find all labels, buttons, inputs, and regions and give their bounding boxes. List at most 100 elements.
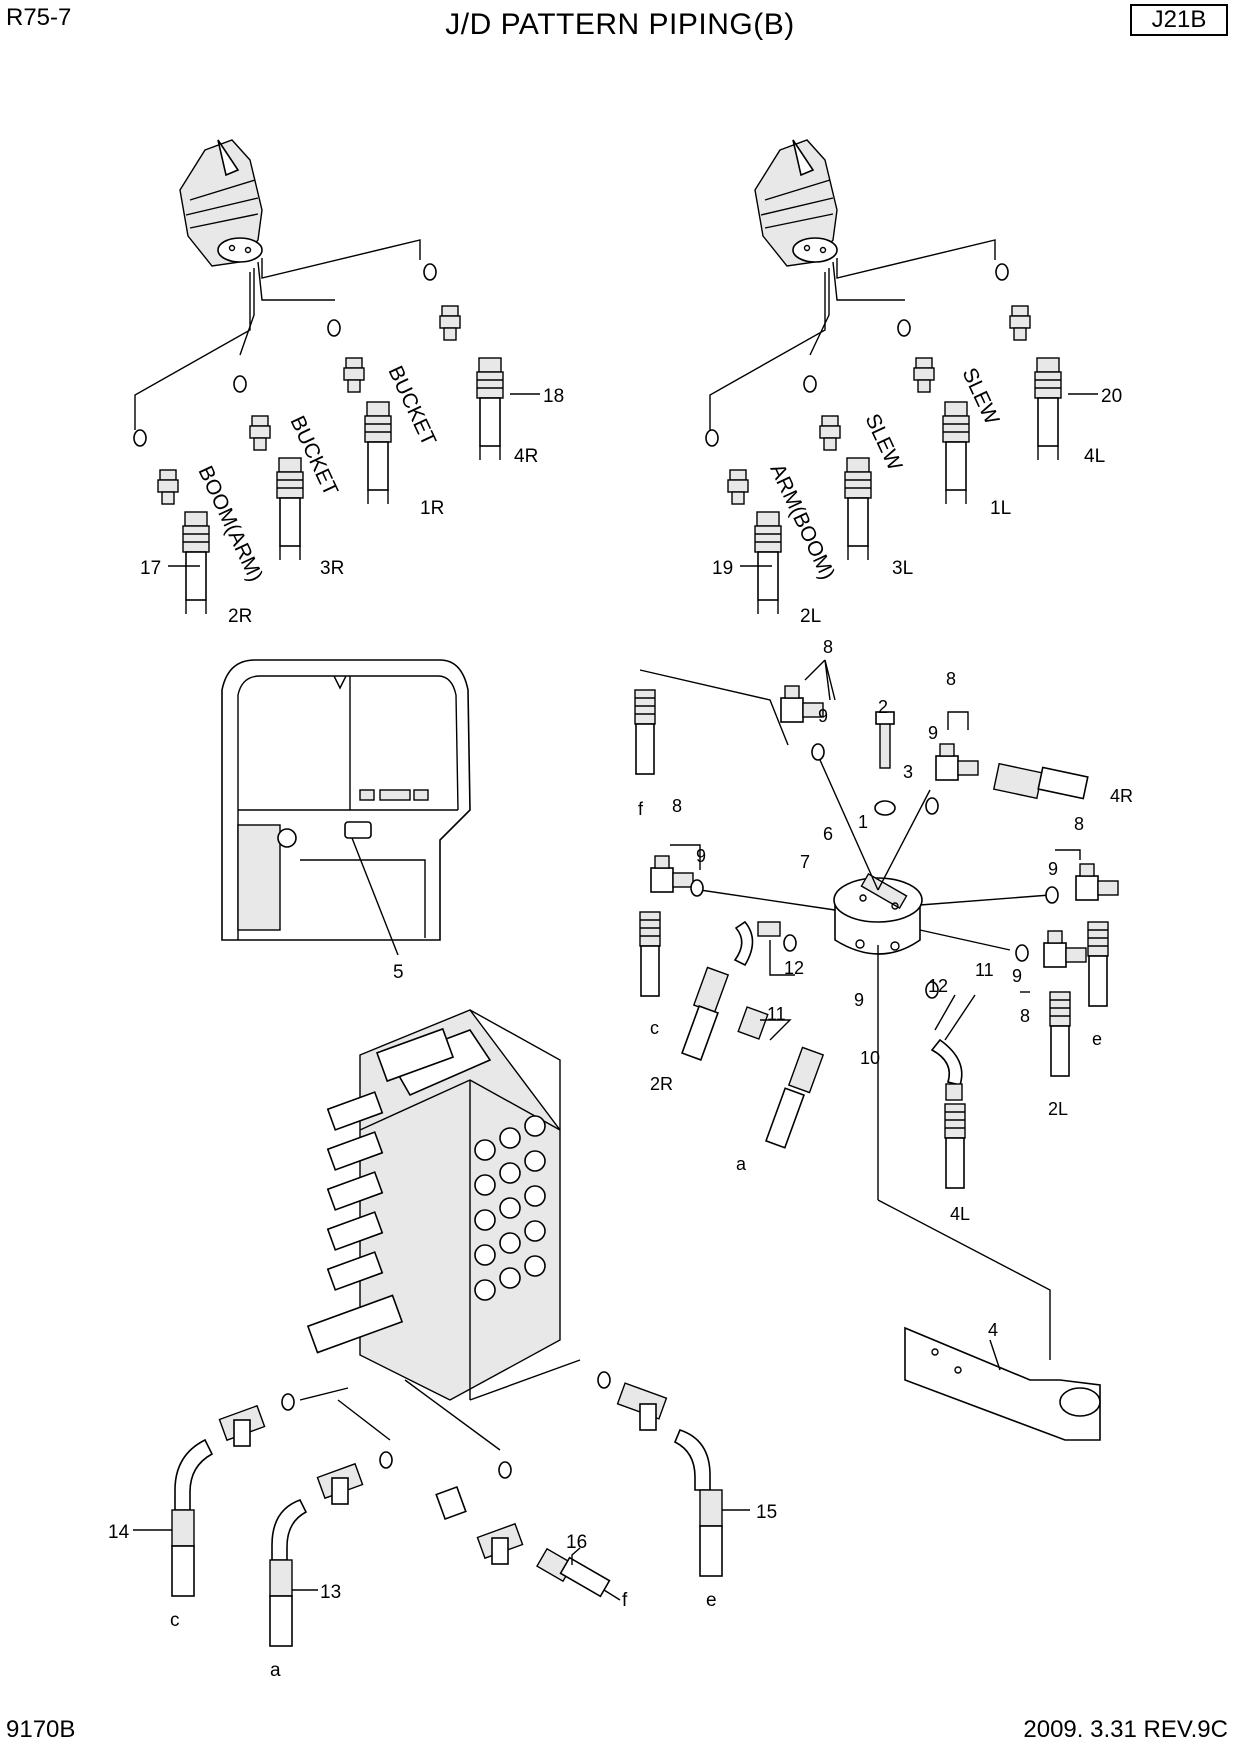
port-3r: 3R	[320, 558, 344, 579]
port-2r: 2R	[228, 606, 252, 627]
callout-5: 5	[393, 962, 404, 983]
callout-12-b: 12	[928, 976, 948, 996]
port-f: f	[638, 799, 644, 819]
port-f-valve: f	[622, 1590, 628, 1611]
cab-assembly: 5	[221, 659, 471, 983]
o-ring-icon	[897, 319, 911, 337]
o-ring-icon	[133, 429, 147, 447]
valve-spools	[306, 1091, 404, 1354]
valve-port-array	[474, 1115, 546, 1301]
o-ring-icon	[379, 1451, 393, 1469]
callout-12-a: 12	[784, 958, 804, 978]
elbow-fitting-icon	[935, 743, 979, 781]
callout-14: 14	[108, 1522, 130, 1543]
port-a: a	[736, 1154, 747, 1174]
port-a-valve: a	[270, 1660, 281, 1681]
port-e-valve: e	[706, 1590, 717, 1611]
callout-8-a: 8	[823, 637, 833, 657]
control-valve-assembly: 14 13 15 16 c a f e	[108, 1009, 777, 1681]
callout-8-e: 8	[1020, 1006, 1030, 1026]
page-title: J/D PATTERN PIPING(B)	[445, 8, 795, 41]
hose-fitting-icon	[476, 357, 504, 461]
joystick-right-assembly: BOOM(ARM) BUCKET BUCKET 17 18 2R 3R 1R 4…	[133, 139, 564, 627]
callout-9-c: 9	[696, 846, 706, 866]
callout-8-d: 8	[1074, 814, 1084, 834]
port-1r: 1R	[420, 498, 444, 519]
adapter-icon	[727, 469, 749, 505]
hose-4l-icon	[944, 1103, 966, 1189]
document-number: 9170B	[6, 1716, 76, 1743]
port-4r: 4R	[514, 446, 538, 467]
pilot-line-1r	[257, 261, 335, 301]
callout-11-a: 11	[767, 1004, 786, 1024]
tee-fitting-icon	[616, 1382, 668, 1431]
o-ring-icon	[705, 429, 719, 447]
model-number: R75-7	[6, 4, 72, 31]
console-port-icon	[344, 821, 372, 839]
hose-14-icon	[171, 1438, 214, 1597]
o-ring-icon	[498, 1461, 512, 1479]
adapter-icon	[913, 357, 935, 393]
elbow-fitting-icon	[650, 855, 694, 893]
callout-17: 17	[140, 558, 161, 579]
callout-11-b: 11	[975, 960, 994, 980]
hose-fitting-icon	[364, 401, 392, 505]
o-ring-icon	[423, 263, 437, 281]
callout-20: 20	[1101, 386, 1122, 407]
o-ring-icon	[925, 797, 939, 815]
callout-9-a: 9	[818, 706, 828, 726]
elbow-hose-2r-icon	[681, 920, 781, 1061]
callout-15: 15	[756, 1502, 777, 1523]
callout-9-f: 9	[1012, 966, 1022, 986]
pilot-line-3r	[239, 268, 255, 356]
adapter-icon	[157, 469, 179, 505]
callout-8-c: 8	[672, 796, 682, 816]
port-e: e	[1092, 1029, 1102, 1049]
adapter-icon	[439, 305, 461, 341]
elbow-hose-4l-icon	[930, 1038, 963, 1101]
o-ring-icon	[327, 319, 341, 337]
port-3l: 3L	[892, 558, 913, 579]
o-ring-icon	[1045, 886, 1059, 904]
callout-9-b: 9	[928, 723, 938, 743]
hose-fitting-icon	[754, 511, 782, 615]
hose-13-icon	[269, 1499, 308, 1647]
bolt-icon	[879, 719, 891, 769]
elbow-fitting-icon	[780, 685, 824, 723]
o-ring-icon	[995, 263, 1009, 281]
port-4l: 4L	[1084, 446, 1105, 467]
pilot-line-4r	[261, 239, 421, 279]
manifold-block	[833, 872, 923, 955]
callout-9-d: 9	[1048, 859, 1058, 879]
joystick-left-grip	[754, 139, 838, 267]
adapter-icon	[249, 415, 271, 451]
callout-6: 6	[823, 824, 833, 844]
label-bucket-b: BUCKET	[383, 362, 440, 449]
hose-fitting-icon	[276, 457, 304, 561]
adapter-icon	[819, 415, 841, 451]
mounting-bracket	[904, 1326, 1101, 1441]
o-ring-icon	[690, 879, 704, 897]
hose-15-icon	[673, 1429, 723, 1577]
adapter-icon	[343, 357, 365, 393]
hose-a-icon	[765, 1046, 825, 1149]
callout-16: 16	[566, 1532, 587, 1553]
callout-13: 13	[320, 1582, 341, 1603]
elbow-fitting-icon	[1043, 930, 1087, 968]
o-ring-icon	[811, 743, 825, 761]
hose-e-icon	[1087, 921, 1109, 1007]
hose-16-icon	[536, 1547, 611, 1598]
port-4l-manifold: 4L	[950, 1204, 970, 1224]
washer-icon	[874, 800, 896, 816]
adapter-icon	[737, 1006, 769, 1040]
hose-f-icon	[634, 689, 656, 775]
tee-fitting-icon	[218, 1404, 266, 1447]
port-c: c	[650, 1018, 659, 1038]
o-ring-icon	[803, 375, 817, 393]
port-2l-manifold: 2L	[1048, 1099, 1068, 1119]
callout-9-e: 9	[854, 990, 864, 1010]
tee-fitting-icon	[435, 1485, 524, 1565]
joystick-right-grip	[179, 139, 263, 267]
o-ring-icon	[281, 1393, 295, 1411]
